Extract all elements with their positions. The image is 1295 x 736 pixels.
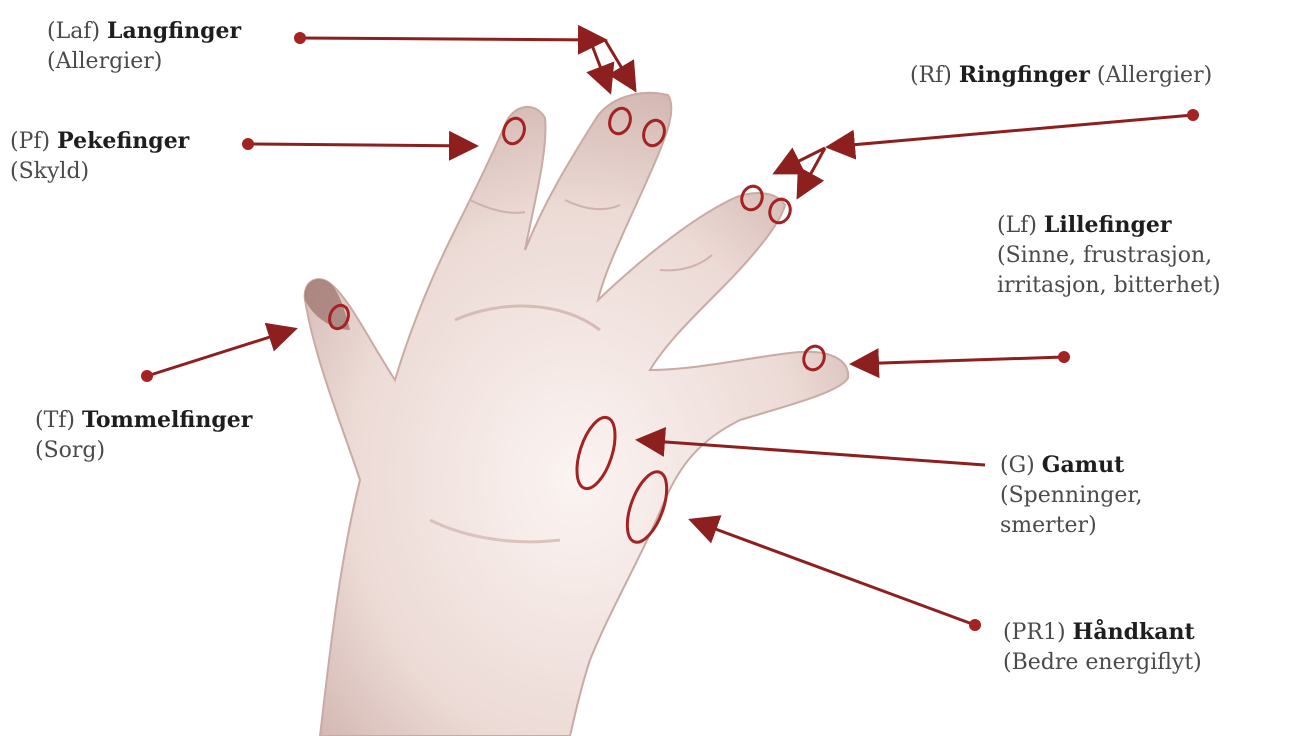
abbr-tommelfinger: (Tf) [35,408,75,433]
label-gamut: (G) Gamut (Spenninger, smerter) [1000,450,1143,541]
abbr-handkant: (PR1) [1003,620,1066,645]
label-tommelfinger: (Tf) Tommelfinger (Sorg) [35,405,252,466]
name-langfinger: Langfinger [107,18,241,44]
name-tommelfinger: Tommelfinger [82,407,252,433]
abbr-gamut: (G) [1000,453,1035,478]
leader-handkant [691,520,975,625]
label-langfinger: (Laf) Langfinger (Allergier) [47,16,241,77]
abbr-ringfinger: (Rf) [910,63,952,88]
name-gamut: Gamut [1042,452,1124,478]
dot-pekefinger [242,138,254,150]
name-handkant: Håndkant [1073,619,1195,645]
dot-ringfinger [1187,109,1199,121]
desc-pekefinger: (Skyld) [10,157,189,187]
dot-tommelfinger [141,370,153,382]
hand-illustration [305,93,849,736]
desc-lillefinger-line1: (Sinne, frustrasjon, [997,241,1221,271]
abbr-lillefinger: (Lf) [997,213,1037,238]
label-lillefinger: (Lf) Lillefinger (Sinne, frustrasjon, ir… [997,210,1221,301]
desc-tommelfinger: (Sorg) [35,436,252,466]
leader-langfinger-branch-1 [590,40,610,92]
leader-langfinger-branch-2 [605,40,635,90]
desc-gamut-line1: (Spenninger, [1000,481,1143,511]
desc-handkant: (Bedre energiflyt) [1003,648,1202,678]
desc-gamut-line2: smerter) [1000,511,1143,541]
leader-lillefinger [852,357,1064,364]
dot-lillefinger [1058,351,1070,363]
dot-langfinger [294,32,306,44]
leader-ringfinger [828,115,1193,147]
desc-ringfinger: (Allergier) [1097,63,1212,88]
name-ringfinger: Ringfinger [959,62,1090,88]
leader-pekefinger [248,144,476,146]
name-pekefinger: Pekefinger [57,128,189,154]
label-ringfinger: (Rf) Ringfinger (Allergier) [910,60,1212,91]
dot-handkant [969,619,981,631]
leader-langfinger [300,38,605,40]
label-pekefinger: (Pf) Pekefinger (Skyld) [10,126,189,187]
abbr-pekefinger: (Pf) [10,129,50,154]
abbr-langfinger: (Laf) [47,19,100,44]
desc-lillefinger-line2: irritasjon, bitterhet) [997,271,1221,301]
name-lillefinger: Lillefinger [1044,212,1172,238]
desc-langfinger: (Allergier) [47,47,241,77]
label-handkant: (PR1) Håndkant (Bedre energiflyt) [1003,617,1202,678]
leader-tommelfinger [147,329,295,376]
hand-palm-shape [305,93,849,736]
